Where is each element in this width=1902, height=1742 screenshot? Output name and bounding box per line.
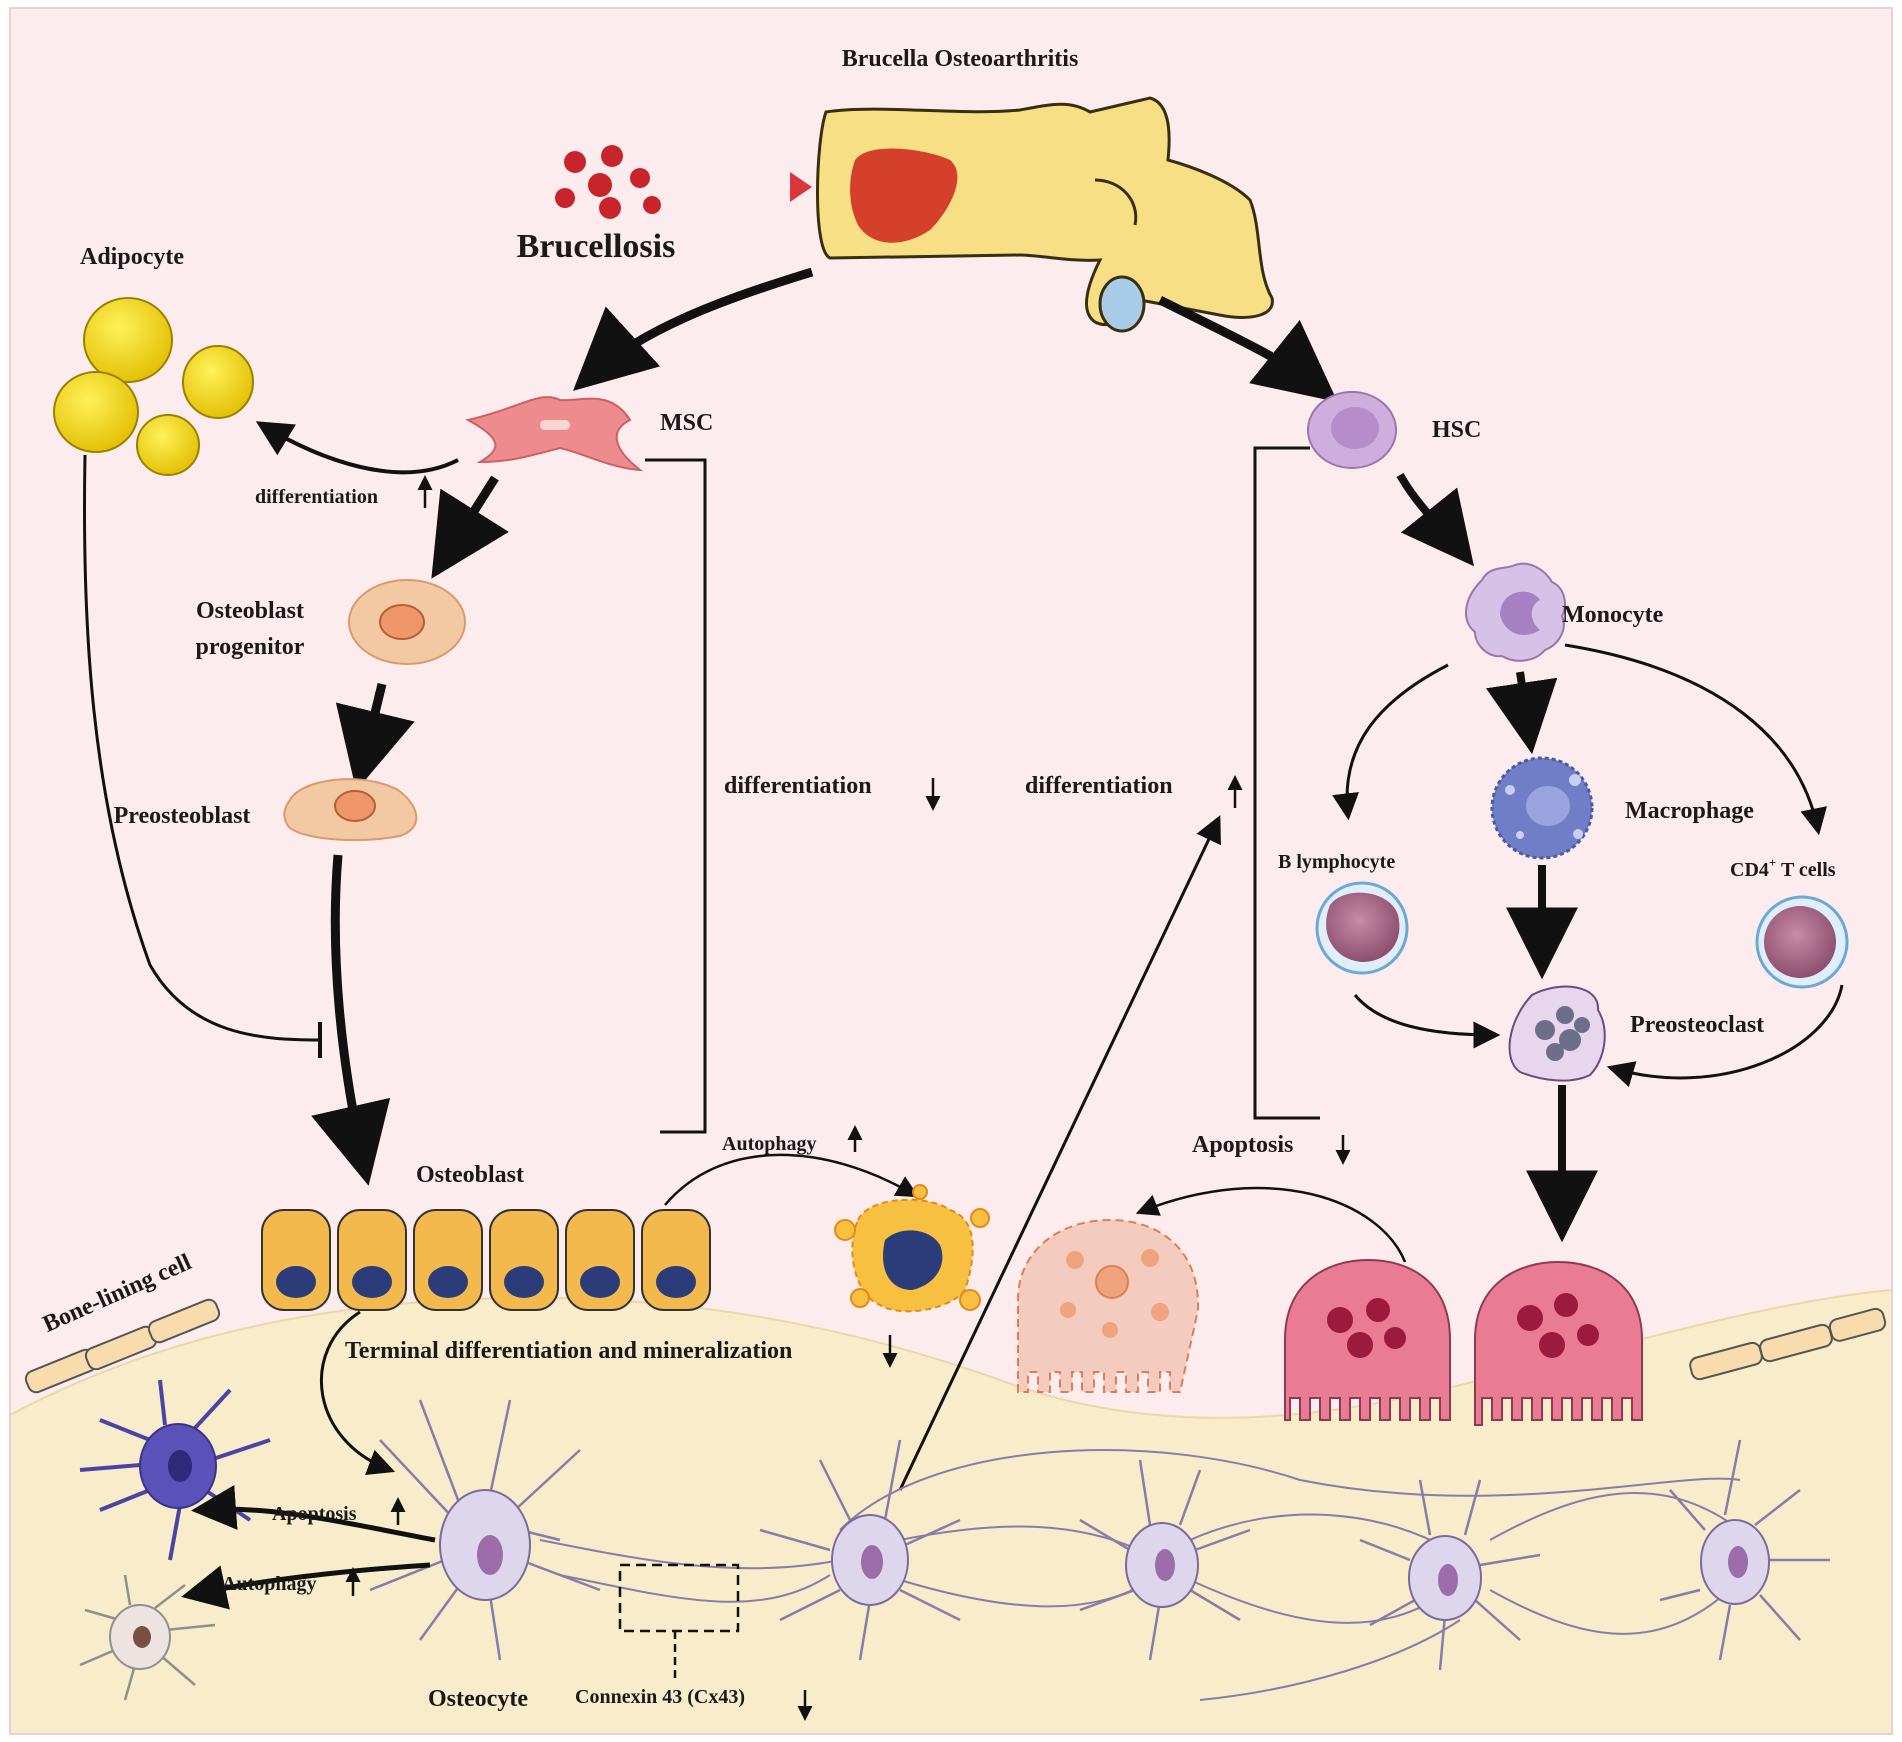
msc-bracket xyxy=(645,458,707,1134)
osteoblast-row-icon xyxy=(261,1209,711,1311)
osteoblast-to-osteocyte-arrow xyxy=(319,1310,396,1476)
osteocyte-cell-icon-3 xyxy=(1079,1459,1251,1661)
msc-to-adipocyte-arrow xyxy=(255,421,459,475)
vertebra-bone-icon xyxy=(816,96,1274,333)
hsc-to-monocyte-arrow xyxy=(1396,473,1474,567)
osteocyte-autophagy-arrow xyxy=(181,1562,431,1610)
frame xyxy=(9,7,1893,1735)
monocyte-to-b-lymphocyte-arrow xyxy=(1332,663,1449,821)
osteocyte-to-hsc-differentiation-arrow xyxy=(898,815,1221,1491)
osteocyte-cell-icon-2 xyxy=(759,1439,961,1661)
osteocyte-cell-icon-5 xyxy=(1659,1439,1830,1661)
osteocyte-apoptosis-label: Apoptosis xyxy=(272,1503,357,1525)
cd4-t-cell-icon xyxy=(1755,895,1849,989)
hsc-label: HSC xyxy=(1432,417,1481,443)
b-lymphocyte-to-preosteoclast-arrow xyxy=(1353,994,1501,1049)
bone-to-hsc-arrow xyxy=(1157,295,1338,403)
gap-junction-box xyxy=(618,1563,740,1633)
connexin-label: Connexin 43 (Cx43) xyxy=(575,1686,745,1708)
adipocyte-inhibition-line xyxy=(82,454,321,1042)
msc-label: MSC xyxy=(660,410,713,436)
osteoclast-cell-icon-2 xyxy=(1474,1260,1643,1426)
progenitor-to-preosteoblast-arrow xyxy=(335,682,415,791)
hsc-cell-icon xyxy=(1307,391,1397,469)
apoptotic-osteoclast-icon xyxy=(1017,1218,1200,1393)
msc-adipo-differentiation-label: differentiation xyxy=(255,486,378,508)
osteocyte-autophagy-label: Autophagy xyxy=(222,1573,316,1595)
preosteoblast-to-osteoblast-arrow xyxy=(311,854,391,1186)
cd4-to-preosteoclast-arrow xyxy=(1606,984,1844,1088)
osteoblast-autophagy-arrow xyxy=(664,1153,919,1206)
osteoblast-label: Osteoblast xyxy=(416,1162,524,1188)
osteoblast-progenitor-cell-icon xyxy=(348,579,466,665)
monocyte-to-macrophage-arrow xyxy=(1486,671,1558,755)
preosteoclast-label: Preosteoclast xyxy=(1630,1012,1764,1038)
hsc-bracket xyxy=(1253,446,1320,1120)
msc-differentiation-label: differentiation xyxy=(724,773,872,799)
monocyte-cell-icon xyxy=(1464,562,1566,662)
osteoclast-apoptosis-label: Apoptosis xyxy=(1192,1132,1293,1158)
osteoblast-progenitor-label-2: progenitor xyxy=(196,634,305,660)
preosteoblast-cell-icon xyxy=(283,778,418,842)
bone-to-msc-arrow xyxy=(573,267,814,391)
osteoblast-autophagy-label: Autophagy xyxy=(722,1133,816,1155)
monocyte-label: Monocyte xyxy=(1562,602,1664,628)
osteocyte-cell-icon-1 xyxy=(369,1399,601,1661)
hsc-differentiation-label: differentiation xyxy=(1025,773,1173,799)
msc-cell-icon xyxy=(465,396,644,472)
bacteria-cluster-icon xyxy=(555,145,661,219)
preosteoclast-cell-icon xyxy=(1508,985,1606,1082)
monocyte-to-cd4-arrow xyxy=(1564,643,1827,836)
bone-lining-cell-icon-left xyxy=(24,1298,221,1394)
b-lymphocyte-cell-icon xyxy=(1315,881,1409,975)
macrophage-cell-icon xyxy=(1490,756,1594,860)
diagram-title: Brucella Osteoarthritis xyxy=(842,46,1079,72)
adipocyte-cluster-icon xyxy=(53,297,254,476)
autophagic-osteocyte-icon xyxy=(79,1574,216,1701)
preosteoblast-label: Preosteoblast xyxy=(114,803,251,829)
bone-lining-cell-icon-right xyxy=(1689,1307,1887,1381)
osteocyte-apoptosis-arrow xyxy=(191,1485,436,1543)
b-lymphocyte-label: B lymphocyte xyxy=(1278,851,1395,873)
osteocyte-cell-icon-4 xyxy=(1359,1479,1541,1671)
infection-arrowhead xyxy=(790,172,812,202)
brucellosis-label: Brucellosis xyxy=(517,228,676,265)
terminal-differentiation-label: Terminal differentiation and mineralizat… xyxy=(345,1338,792,1364)
osteoblast-progenitor-label-1: Osteoblast xyxy=(196,598,304,624)
osteocyte-label: Osteocyte xyxy=(428,1686,528,1712)
autophagic-osteoblast-icon xyxy=(834,1184,990,1313)
osteoclast-cell-icon-1 xyxy=(1284,1258,1451,1421)
cd4-t-cells-label: CD4+ T cells xyxy=(1730,855,1836,881)
msc-to-progenitor-arrow xyxy=(431,475,509,579)
osteoclast-apoptosis-arrow xyxy=(1135,1186,1407,1263)
macrophage-label: Macrophage xyxy=(1625,798,1754,824)
adipocyte-label: Adipocyte xyxy=(80,244,184,270)
